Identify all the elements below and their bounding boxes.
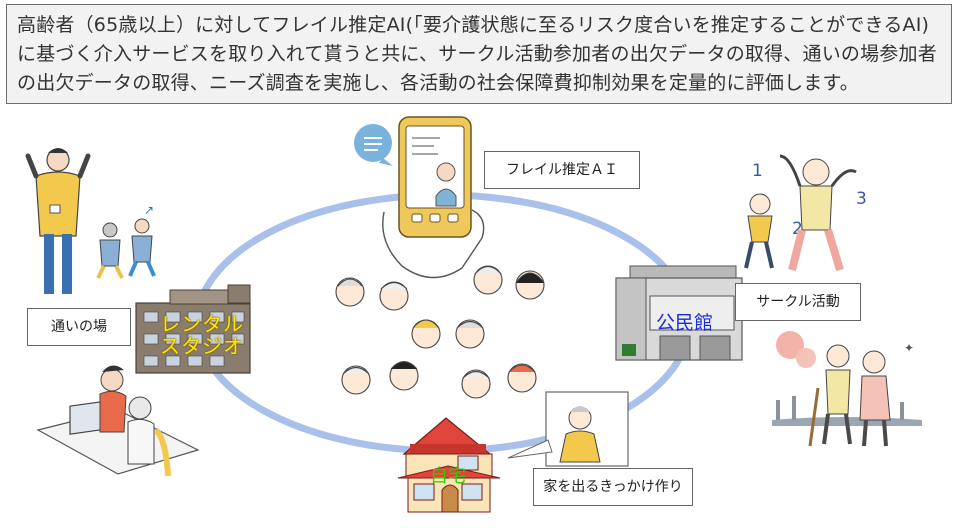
- home-label: 自宅: [430, 466, 466, 487]
- frail-ai-label-text: フレイル推定ＡＩ: [506, 162, 618, 178]
- description-text: 高齢者（65歳以上）に対してフレイル推定AI(「要介護状態に至るリスク度合いを推…: [17, 14, 937, 94]
- svg-text:2: 2: [792, 219, 803, 239]
- kayoi-people-illustration: ↗: [25, 148, 156, 294]
- going-out-label-text: 家を出るきっかけ作り: [543, 479, 683, 495]
- frail-ai-label: フレイル推定ＡＩ: [484, 151, 640, 189]
- going-out-label: 家を出るきっかけ作り: [533, 468, 693, 506]
- home-building: [397, 417, 501, 513]
- rental-studio-building: [135, 284, 251, 374]
- svg-text:3: 3: [856, 189, 867, 209]
- rental-studio-label: レンタル スタジオ: [160, 312, 244, 358]
- kominkan-label: 公民館: [656, 312, 714, 334]
- smartphone-illustration: [354, 116, 485, 279]
- circle-activity-illustration: 1 2 3: [744, 154, 867, 272]
- description-box: 高齢者（65歳以上）に対してフレイル推定AI(「要介護状態に至るリスク度合いを推…: [6, 4, 952, 104]
- svg-text:✦: ✦: [904, 341, 914, 355]
- svg-text:↗: ↗: [144, 203, 154, 217]
- circle-activity-label: サークル活動: [735, 283, 861, 321]
- elderly-couple-illustration: ✦: [772, 331, 922, 447]
- kayoi-label: 通いの場: [27, 308, 131, 346]
- kayoi-label-text: 通いの場: [51, 319, 107, 335]
- elderly-faces-cluster: [335, 265, 545, 399]
- computer-scene-illustration: [36, 365, 200, 477]
- thinking-woman-callout: [507, 391, 629, 467]
- svg-text:1: 1: [752, 161, 763, 181]
- kominkan-building: [615, 265, 743, 361]
- circle-activity-label-text: サークル活動: [756, 294, 840, 310]
